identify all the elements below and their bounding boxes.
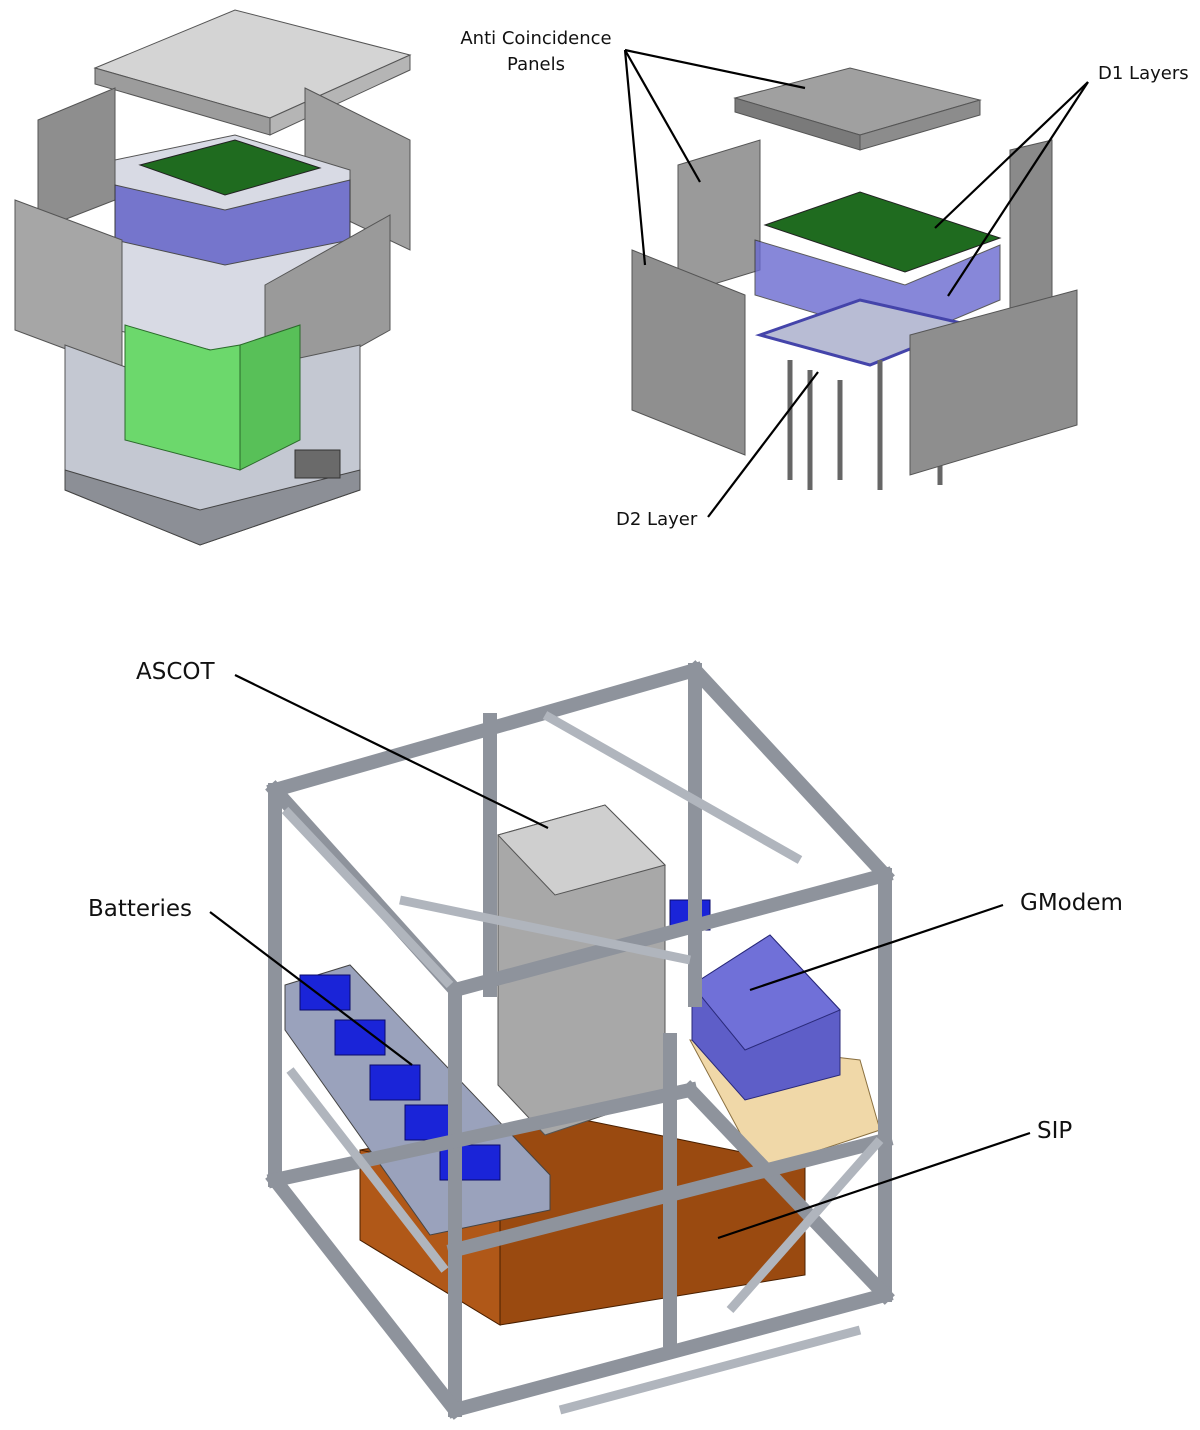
frame-braces: [281, 711, 884, 1415]
gmodem-label: GModem: [1020, 890, 1123, 916]
leader-lines: [209, 48, 1089, 1240]
d2-layer-label: D2 Layer: [616, 509, 698, 530]
exploded-front-right-panel: [909, 289, 1078, 476]
exploded-instrument-render: [631, 67, 1078, 490]
batteries-label: Batteries: [88, 896, 193, 922]
exploded-front-left-panel: [631, 249, 746, 456]
exploded-back-right-panel: [1009, 139, 1053, 316]
label-line-1: Anti Coincidence: [460, 28, 612, 49]
label-line-2: Panels: [507, 54, 565, 75]
pcb-top: [138, 139, 322, 196]
front-left-panel: [14, 199, 123, 371]
exploded-d1-pcb: [763, 191, 1002, 273]
top-panel: [93, 9, 412, 119]
gondola-render: [265, 660, 895, 1420]
back-left-panel: [37, 87, 116, 231]
assembled-instrument-render: [14, 9, 412, 546]
sip-label: SIP: [1037, 1118, 1073, 1144]
anti-coincidence-panels-label: Anti Coincidence Panels: [446, 26, 626, 78]
ascot-label: ASCOT: [136, 659, 215, 685]
d1-layers-label: D1 Layers: [1098, 63, 1189, 84]
